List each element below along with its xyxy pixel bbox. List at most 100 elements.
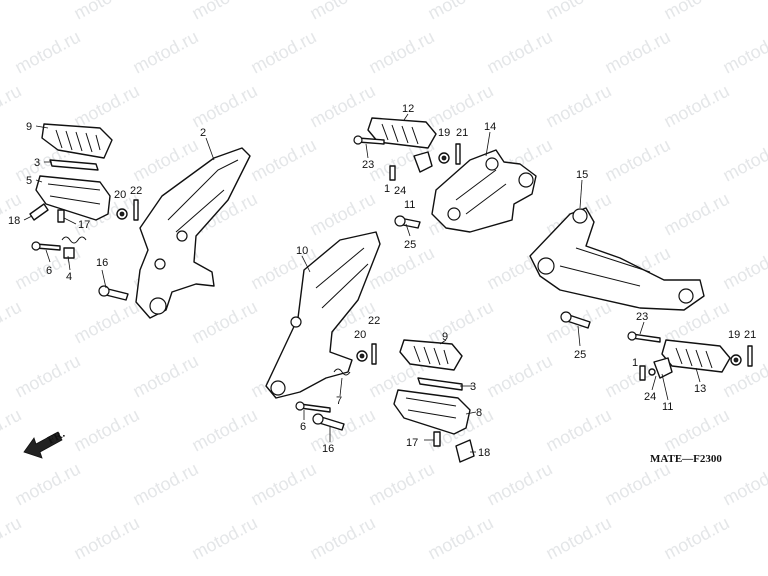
watermark-text: motod.ru: [70, 297, 142, 348]
callout-25-right: 25: [574, 349, 586, 361]
watermark-text: motod.ru: [483, 351, 555, 402]
watermark-text: motod.ru: [306, 513, 378, 564]
leader-lines: [23, 113, 701, 453]
watermark-text: motod.ru: [306, 81, 378, 132]
callout-17-center: 17: [406, 437, 418, 449]
watermark-text: motod.ru: [0, 513, 25, 564]
callout-21-right: 21: [744, 329, 756, 341]
watermark-text: motod.ru: [719, 135, 768, 186]
callout-18-center: 18: [478, 447, 490, 459]
right-footpeg-assembly: [529, 207, 753, 381]
callout-23-right: 23: [636, 311, 648, 323]
watermark-text: motod.ru: [601, 459, 673, 510]
callout-6-left: 6: [46, 265, 52, 277]
watermark-text: motod.ru: [0, 0, 25, 24]
callout-16-center: 16: [322, 443, 334, 455]
front-direction-arrow: FR.: [23, 428, 67, 459]
callout-7: 7: [336, 395, 342, 407]
watermark-text: motod.ru: [424, 0, 496, 24]
callout-22-left: 22: [130, 185, 142, 197]
upper-footpeg-assembly: [353, 117, 537, 233]
callout-1-right: 1: [632, 357, 638, 369]
callout-14: 14: [484, 121, 496, 133]
callout-21-top: 21: [456, 127, 468, 139]
center-footpeg: [393, 339, 475, 463]
watermark-text: motod.ru: [660, 81, 732, 132]
watermark-text: motod.ru: [542, 405, 614, 456]
watermark-text: motod.ru: [719, 243, 768, 294]
watermark-text: motod.ru: [11, 459, 83, 510]
callout-15: 15: [576, 169, 588, 181]
watermark-text: motod.ru: [424, 513, 496, 564]
watermark-text: motod.ru: [129, 351, 201, 402]
callout-13: 13: [694, 383, 706, 395]
callout-17-left: 17: [78, 219, 90, 231]
watermark-text: motod.ru: [247, 27, 319, 78]
callout-8: 8: [476, 407, 482, 419]
watermark-text: motod.ru: [188, 0, 260, 24]
watermark-text: motod.ru: [660, 0, 732, 24]
callout-11-top: 11: [404, 199, 415, 211]
watermark-text: motod.ru: [483, 459, 555, 510]
watermark-text: motod.ru: [601, 135, 673, 186]
callout-23-top: 23: [362, 159, 374, 171]
watermark-text: motod.ru: [719, 459, 768, 510]
callout-5: 5: [26, 175, 32, 187]
callout-3-left: 3: [34, 157, 40, 169]
front-direction-label: FR.: [46, 428, 67, 447]
callout-9-left: 9: [26, 121, 32, 133]
watermark-text: motod.ru: [70, 81, 142, 132]
watermark-text: motod.ru: [483, 27, 555, 78]
callout-1-top: 1: [384, 183, 390, 195]
watermark-text: motod.ru: [306, 0, 378, 24]
watermark-text: motod.ru: [188, 297, 260, 348]
watermark-text: motod.ru: [11, 27, 83, 78]
center-footpeg-assembly: [265, 231, 381, 431]
watermark-text: motod.ru: [70, 0, 142, 24]
callout-4: 4: [66, 271, 72, 283]
watermark-text: motod.ru: [365, 27, 437, 78]
watermark-text: motod.ru: [719, 27, 768, 78]
watermark-text: motod.ru: [424, 297, 496, 348]
callout-10: 10: [296, 245, 308, 257]
callout-16-left: 16: [96, 257, 108, 269]
watermark-text: motod.ru: [542, 81, 614, 132]
watermark-text: motod.ru: [0, 405, 25, 456]
left-footpeg-assembly: [29, 123, 251, 319]
watermark-text: motod.ru: [0, 81, 25, 132]
callout-20-center: 20: [354, 329, 366, 341]
watermark-text: motod.ru: [188, 81, 260, 132]
watermark-text: motod.ru: [129, 459, 201, 510]
callout-2: 2: [200, 127, 206, 139]
callout-22-center: 22: [368, 315, 380, 327]
callout-numbers: 9 3 5 18 17 6 4 20 22 2 16 12 19 21 14 2…: [8, 103, 756, 459]
watermark-text: motod.ru: [247, 135, 319, 186]
callout-11-right: 11: [662, 401, 673, 413]
watermark-text: motod.ru: [11, 351, 83, 402]
watermark-text: motod.ru: [70, 513, 142, 564]
watermark-text: motod.ru: [0, 297, 25, 348]
watermark-text: motod.ru: [365, 459, 437, 510]
watermark-text: motod.ru: [247, 459, 319, 510]
watermark-text: motod.ru: [542, 0, 614, 24]
watermark-text: motod.ru: [601, 27, 673, 78]
callout-6-center: 6: [300, 421, 306, 433]
callout-24-top: 24: [394, 185, 406, 197]
watermark-text: motod.ru: [306, 189, 378, 240]
callout-9-center: 9: [442, 331, 448, 343]
watermark-text: motod.ru: [188, 405, 260, 456]
callout-20-left: 20: [114, 189, 126, 201]
callout-19-top: 19: [438, 127, 450, 139]
callout-25-top: 25: [404, 239, 416, 251]
callout-12: 12: [402, 103, 414, 115]
watermark-text: motod.ru: [660, 189, 732, 240]
callout-19-right: 19: [728, 329, 740, 341]
callout-18-left: 18: [8, 215, 20, 227]
watermark-text: motod.ru: [129, 27, 201, 78]
watermark-text: motod.ru: [542, 513, 614, 564]
watermark-text: motod.ru: [188, 513, 260, 564]
drawing-code: MATE—F2300: [650, 453, 722, 465]
callout-24-right: 24: [644, 391, 656, 403]
watermark-text: motod.ru: [70, 405, 142, 456]
